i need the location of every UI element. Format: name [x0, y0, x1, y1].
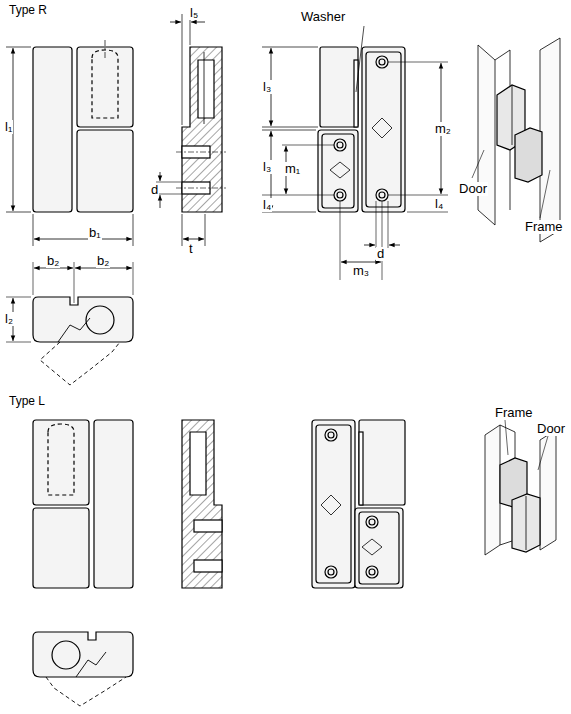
dimension-label: b₁	[88, 226, 102, 240]
type-heading: Type R	[8, 3, 48, 17]
dimension-label: l₅	[189, 6, 199, 20]
part-name: Frame	[494, 406, 534, 420]
type-heading: Type L	[8, 394, 46, 408]
dimension-label: l₄	[434, 197, 444, 211]
dimension-label: l₃	[262, 80, 272, 94]
dimension-label: d	[376, 247, 385, 261]
dimension-label: b₂	[96, 254, 110, 268]
dimension-label: l₄	[262, 198, 272, 212]
dimension-label: t	[188, 242, 194, 256]
dimension-label: m₁	[284, 162, 301, 176]
part-name: Frame	[524, 220, 564, 234]
dimension-label: b₂	[46, 254, 60, 268]
dimension-label: l₂	[4, 312, 14, 326]
dimension-label: m₂	[434, 122, 452, 136]
dimension-label: l₁	[4, 120, 13, 134]
part-name: Washer	[300, 10, 346, 24]
dimension-label: l₃	[262, 160, 272, 174]
dimension-label: d	[150, 183, 159, 197]
part-name: Door	[536, 422, 566, 436]
dimension-label: m₃	[352, 264, 370, 278]
part-name: Door	[458, 182, 488, 196]
